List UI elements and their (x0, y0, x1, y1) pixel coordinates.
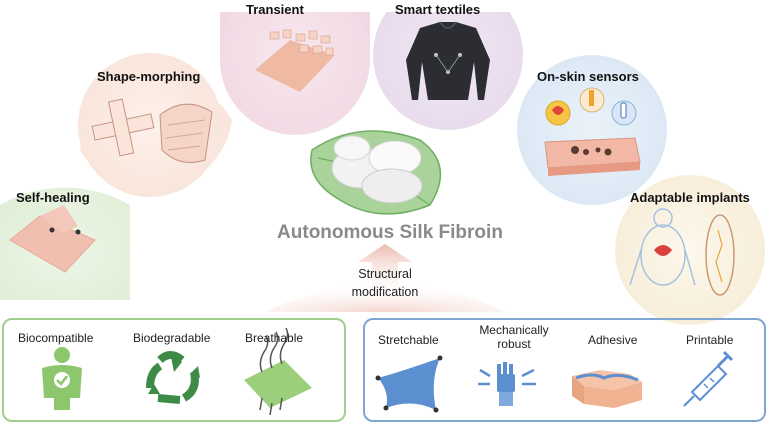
smart-textiles-illustration (372, 0, 524, 130)
adaptable-implants-illustration (615, 175, 765, 325)
adhesive-icon (572, 370, 642, 408)
printable-icon (683, 350, 734, 407)
on-skin-sensors-label: On-skin sensors (537, 69, 639, 84)
adaptable-implants-label: Adaptable implants (630, 190, 750, 205)
transient-illustration (220, 0, 370, 135)
center-title: Autonomous Silk Fibroin (277, 222, 503, 243)
biodegradable-label: Biodegradable (133, 331, 211, 345)
on-skin-sensors-illustration (517, 55, 667, 205)
biocompatible-label: Biocompatible (18, 331, 94, 345)
mechanically-line: Mechanically (479, 323, 549, 337)
shape-morphing-illustration (78, 53, 232, 197)
self-healing-label: Self-healing (16, 190, 90, 205)
stretchable-label: Stretchable (378, 333, 439, 347)
adhesive-label: Adhesive (588, 333, 638, 347)
modification-line: modification (351, 285, 419, 299)
mechanically-robust-icon (478, 362, 536, 406)
stretchable-icon (375, 355, 443, 413)
intrinsic-properties-panel (2, 318, 346, 422)
breathable-icon (244, 327, 312, 416)
structural-modification-arrow (265, 244, 505, 312)
structural-line: Structural (358, 267, 412, 281)
smart-textiles-label: Smart textiles (395, 2, 481, 17)
biocompatible-icon (42, 347, 82, 410)
transient-label: Transient (246, 2, 304, 17)
shape-morphing-label: Shape-morphing (97, 69, 201, 84)
breathable-label: Breathable (245, 331, 304, 345)
printable-label: Printable (686, 333, 734, 347)
biodegradable-icon (146, 351, 200, 404)
silk-cocoon-illustration (310, 130, 442, 215)
mechanically-robust-label: Mechanically robust (474, 323, 554, 351)
engineered-properties-panel (363, 318, 766, 422)
structural-modification-label: Structural modification (315, 265, 455, 301)
robust-line: robust (497, 337, 531, 351)
self-healing-illustration (0, 187, 130, 300)
